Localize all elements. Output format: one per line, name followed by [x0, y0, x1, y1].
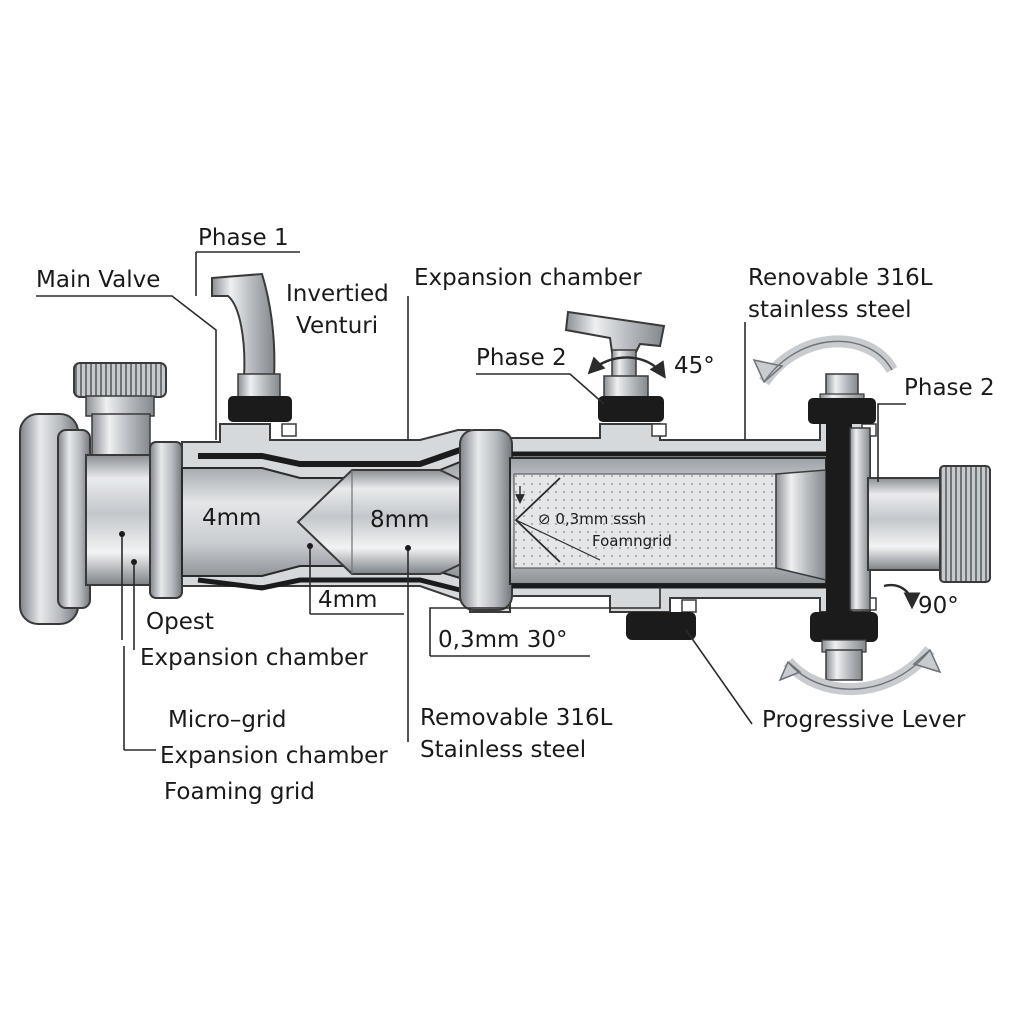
- label-progressive-lever: Progressive Lever: [762, 707, 966, 733]
- label-removable-bottom-line2: Stainless steel: [420, 737, 587, 763]
- label-main-valve: Main Valve: [36, 267, 161, 293]
- label-03mm-30: 0,3mm 30°: [438, 627, 568, 653]
- expansion-chamber: [509, 424, 871, 614]
- leader-lines: [36, 251, 906, 751]
- bottom-bolts: [626, 612, 878, 681]
- label-expansion-chamber-top: Expansion chamber: [414, 265, 642, 291]
- label-removable-top-line2: stainless steel: [748, 297, 912, 323]
- leader-dots: [119, 531, 411, 565]
- label-mesh-line2: Foamngrid: [592, 532, 672, 550]
- curved-arrow-icon: [883, 583, 921, 610]
- label-micro-grid-expansion: Expansion chamber: [160, 743, 388, 769]
- outlet-thread: [939, 465, 991, 583]
- label-phase-2-right: Phase 2: [904, 375, 995, 401]
- label-mesh-line1: ⊘ 0,3mm sssh: [538, 510, 647, 528]
- double-arrow-icon: [587, 356, 666, 379]
- rotate-arrowhead-top: [752, 358, 784, 384]
- label-phase-2-left: Phase 2: [476, 345, 567, 371]
- lever-handle-icon: [211, 272, 292, 422]
- middle-flange: [459, 429, 513, 611]
- label-removable-top-line1: Renovable 316L: [748, 265, 933, 291]
- foaming-mesh: [513, 473, 777, 569]
- label-opest-expansion: Expansion chamber: [140, 645, 368, 671]
- label-micro-grid: Micro–grid: [168, 707, 287, 733]
- t-handle-icon: [564, 310, 666, 422]
- label-inverted-venturi-line1: Invertied: [286, 281, 389, 307]
- label-angle-90: 90°: [918, 593, 959, 619]
- top-right-bolt: [808, 373, 876, 424]
- inlet-flange: [19, 413, 91, 625]
- label-inner-8mm: 8mm: [370, 507, 430, 533]
- label-opest: Opest: [146, 609, 214, 635]
- label-removable-bottom-line1: Removable 316L: [420, 705, 613, 731]
- outlet-pipe: [867, 465, 991, 583]
- label-angle-45: 45°: [674, 353, 715, 379]
- label-lower-4mm: 4mm: [318, 587, 378, 613]
- label-inverted-venturi-line2: Venturi: [296, 313, 379, 339]
- label-micro-grid-foaming: Foaming grid: [164, 779, 315, 805]
- label-inner-4mm: 4mm: [202, 505, 262, 531]
- label-phase-1: Phase 1: [198, 225, 289, 251]
